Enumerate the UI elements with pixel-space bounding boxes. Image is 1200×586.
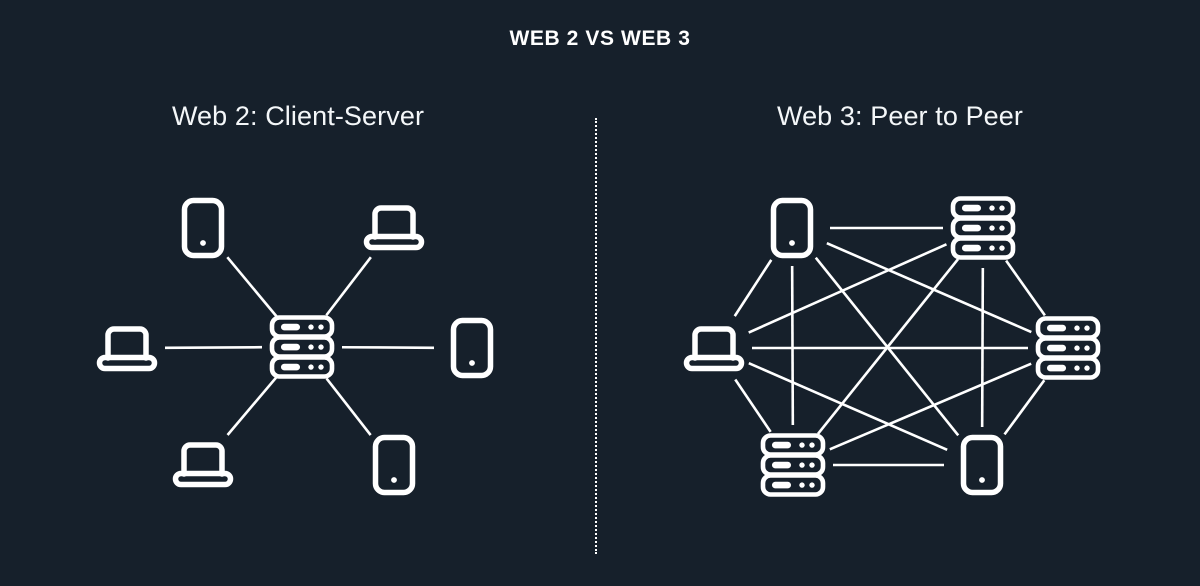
- laptop-icon: [96, 324, 158, 372]
- network-node-laptop[interactable]: [172, 440, 234, 488]
- panel-title-web2: Web 2: Client-Server: [171, 101, 425, 131]
- page-title: WEB 2 VS WEB 3: [509, 27, 691, 50]
- server-icon: [269, 315, 335, 379]
- network-node-server[interactable]: [950, 196, 1016, 260]
- network-node-laptop[interactable]: [363, 203, 425, 251]
- server-icon: [1035, 316, 1101, 380]
- server-icon: [950, 196, 1016, 260]
- connection-line: [790, 265, 795, 426]
- connection-line: [164, 345, 263, 350]
- phone-icon: [450, 317, 494, 379]
- phone-icon: [181, 197, 225, 259]
- network-node-phone[interactable]: [181, 197, 225, 259]
- vertical-dotted-divider: [595, 118, 597, 554]
- network-node-phone[interactable]: [450, 317, 494, 379]
- connection-line: [826, 241, 1032, 334]
- connection-line: [325, 256, 372, 317]
- connection-line: [734, 378, 772, 433]
- phone-icon: [372, 434, 416, 496]
- panel-title-web3: Web 3: Peer to Peer: [776, 101, 1024, 131]
- network-node-laptop[interactable]: [96, 324, 158, 372]
- connection-line: [325, 377, 372, 436]
- phone-icon: [960, 434, 1004, 496]
- network-node-server[interactable]: [1035, 316, 1101, 380]
- connection-line: [226, 256, 278, 318]
- network-node-phone[interactable]: [372, 434, 416, 496]
- laptop-icon: [172, 440, 234, 488]
- connection-line: [733, 259, 773, 317]
- network-node-server[interactable]: [269, 315, 335, 379]
- connection-line: [1005, 259, 1046, 317]
- connection-line: [1003, 379, 1046, 436]
- server-icon: [760, 433, 826, 497]
- laptop-icon: [683, 324, 745, 372]
- network-node-server[interactable]: [760, 433, 826, 497]
- network-node-phone[interactable]: [770, 197, 814, 259]
- network-node-laptop[interactable]: [683, 324, 745, 372]
- laptop-icon: [363, 203, 425, 251]
- connection-line: [829, 362, 1032, 451]
- connection-line: [748, 243, 947, 334]
- connection-line: [748, 362, 948, 451]
- connection-line: [341, 345, 435, 350]
- connection-line: [226, 376, 278, 436]
- phone-icon: [770, 197, 814, 259]
- network-node-phone[interactable]: [960, 434, 1004, 496]
